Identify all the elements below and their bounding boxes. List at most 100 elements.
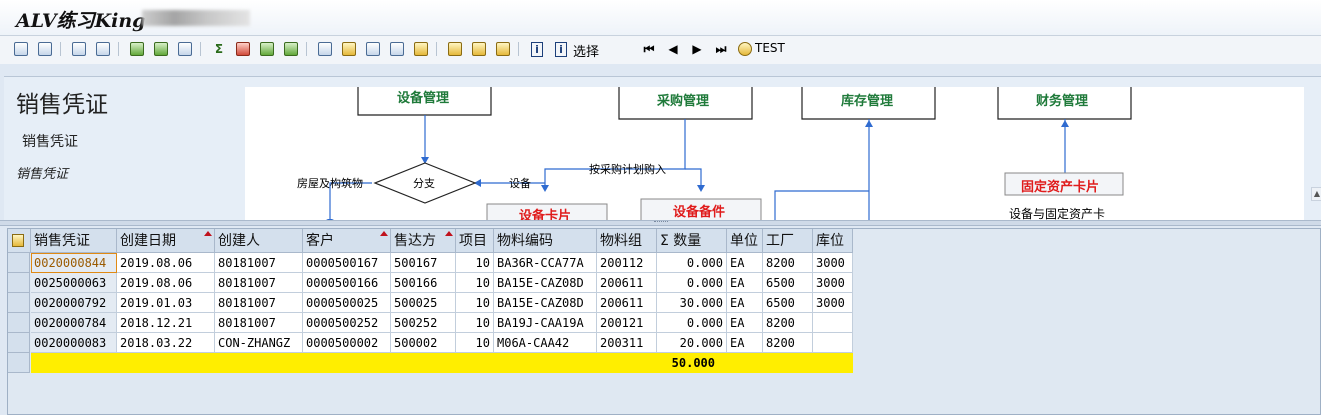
- col-header-plant[interactable]: 工厂: [763, 229, 813, 253]
- table-cell[interactable]: BA36R-CCA77A: [494, 253, 597, 273]
- info-icon[interactable]: i: [528, 40, 546, 58]
- last-icon[interactable]: ⏭: [715, 41, 727, 56]
- table-cell[interactable]: 0020000844: [31, 253, 117, 273]
- table-cell[interactable]: 80181007: [215, 313, 303, 333]
- table-cell[interactable]: 10: [456, 333, 494, 353]
- table-cell[interactable]: 10: [456, 273, 494, 293]
- table-cell[interactable]: 20.000: [657, 333, 727, 353]
- select-icon[interactable]: i: [552, 40, 570, 58]
- row-selector[interactable]: [8, 333, 30, 353]
- splitter-grip[interactable]: [654, 221, 668, 224]
- print-icon[interactable]: [258, 40, 276, 58]
- mail-icon[interactable]: [364, 40, 382, 58]
- table-cell[interactable]: 0000500002: [303, 333, 391, 353]
- table-cell[interactable]: EA: [727, 313, 763, 333]
- first-page-icon[interactable]: [70, 40, 88, 58]
- graphic-icon[interactable]: [388, 40, 406, 58]
- col-header-sold-to[interactable]: 售达方: [391, 229, 456, 253]
- table-cell[interactable]: 0000500167: [303, 253, 391, 273]
- row-selector[interactable]: [8, 313, 30, 333]
- table-cell[interactable]: CON-ZHANGZ: [215, 333, 303, 353]
- table-cell[interactable]: M06A-CAA42: [494, 333, 597, 353]
- table-cell[interactable]: 2019.01.03: [117, 293, 215, 313]
- col-header-customer[interactable]: 客户: [303, 229, 391, 253]
- col-header-material[interactable]: 物料编码: [494, 229, 597, 253]
- select-label[interactable]: 选择: [573, 45, 600, 60]
- row-selector[interactable]: [8, 293, 30, 313]
- table-cell[interactable]: 0000500166: [303, 273, 391, 293]
- table-cell[interactable]: 3000: [813, 273, 853, 293]
- first-icon[interactable]: ⏮: [643, 41, 655, 56]
- col-header-created-date[interactable]: 创建日期: [117, 229, 215, 253]
- sum-icon[interactable]: Σ: [214, 42, 224, 56]
- prev-icon[interactable]: ◀: [668, 42, 678, 56]
- table-cell[interactable]: 2018.12.21: [117, 313, 215, 333]
- table-cell[interactable]: 80181007: [215, 293, 303, 313]
- table-cell[interactable]: 0020000792: [31, 293, 117, 313]
- table-cell[interactable]: 500002: [391, 333, 456, 353]
- table-cell[interactable]: 0025000063: [31, 273, 117, 293]
- table-cell[interactable]: 500166: [391, 273, 456, 293]
- filter-icon[interactable]: [176, 40, 194, 58]
- col-header-storage-loc[interactable]: 库位: [813, 229, 853, 253]
- row-selector[interactable]: [8, 273, 30, 293]
- col-header-item[interactable]: 项目: [456, 229, 494, 253]
- table-cell[interactable]: [813, 313, 853, 333]
- test-icon[interactable]: [736, 40, 754, 58]
- table-cell[interactable]: EA: [727, 273, 763, 293]
- table-cell[interactable]: 80181007: [215, 253, 303, 273]
- splitter[interactable]: [0, 220, 1321, 226]
- table-cell[interactable]: 0.000: [657, 253, 727, 273]
- table-cell[interactable]: 500252: [391, 313, 456, 333]
- grid-icon[interactable]: [446, 40, 464, 58]
- table-cell[interactable]: 200611: [597, 293, 657, 313]
- table-cell[interactable]: 3000: [813, 253, 853, 273]
- test-label[interactable]: TEST: [755, 41, 785, 55]
- table-cell[interactable]: 10: [456, 313, 494, 333]
- word-icon[interactable]: [340, 40, 358, 58]
- row-selector[interactable]: [8, 253, 30, 273]
- table-cell[interactable]: 80181007: [215, 273, 303, 293]
- table-cell[interactable]: 0.000: [657, 273, 727, 293]
- table-cell[interactable]: EA: [727, 293, 763, 313]
- table-cell[interactable]: 2018.03.22: [117, 333, 215, 353]
- sort-icon[interactable]: [152, 40, 170, 58]
- table-cell[interactable]: 10: [456, 253, 494, 273]
- table-cell[interactable]: 200121: [597, 313, 657, 333]
- table-cell[interactable]: 0000500025: [303, 293, 391, 313]
- table-cell[interactable]: EA: [727, 253, 763, 273]
- col-header-created-by[interactable]: 创建人: [215, 229, 303, 253]
- details-icon[interactable]: [12, 40, 30, 58]
- table-cell[interactable]: 10: [456, 293, 494, 313]
- table-cell[interactable]: 200112: [597, 253, 657, 273]
- abc-icon[interactable]: [412, 40, 430, 58]
- table-cell[interactable]: 8200: [763, 253, 813, 273]
- scroll-up-icon[interactable]: ▲: [1311, 187, 1321, 201]
- find-icon[interactable]: [128, 40, 146, 58]
- export-icon[interactable]: [94, 40, 112, 58]
- table-cell[interactable]: 3000: [813, 293, 853, 313]
- table-cell[interactable]: BA15E-CAZ08D: [494, 273, 597, 293]
- table-cell[interactable]: [813, 333, 853, 353]
- print-preview-icon[interactable]: [282, 40, 300, 58]
- table-cell[interactable]: 0.000: [657, 313, 727, 333]
- table-cell[interactable]: 6500: [763, 273, 813, 293]
- select-all-icon[interactable]: [8, 229, 31, 253]
- table-cell[interactable]: EA: [727, 333, 763, 353]
- col-header-quantity[interactable]: Σ 数量: [657, 229, 727, 253]
- subtotal-icon[interactable]: [234, 40, 252, 58]
- table-cell[interactable]: 8200: [763, 313, 813, 333]
- table-cell[interactable]: 30.000: [657, 293, 727, 313]
- table-cell[interactable]: 8200: [763, 333, 813, 353]
- col-header-unit[interactable]: 单位: [727, 229, 763, 253]
- table-cell[interactable]: 0020000083: [31, 333, 117, 353]
- table-cell[interactable]: 6500: [763, 293, 813, 313]
- excel-icon[interactable]: [316, 40, 334, 58]
- delete-row-icon[interactable]: [494, 40, 512, 58]
- layout-icon[interactable]: [36, 40, 54, 58]
- col-header-material-group[interactable]: 物料组: [597, 229, 657, 253]
- col-header-sales-doc[interactable]: 销售凭证: [31, 229, 117, 253]
- row-selector[interactable]: [8, 353, 30, 373]
- table-cell[interactable]: 200311: [597, 333, 657, 353]
- table-cell[interactable]: 2019.08.06: [117, 253, 215, 273]
